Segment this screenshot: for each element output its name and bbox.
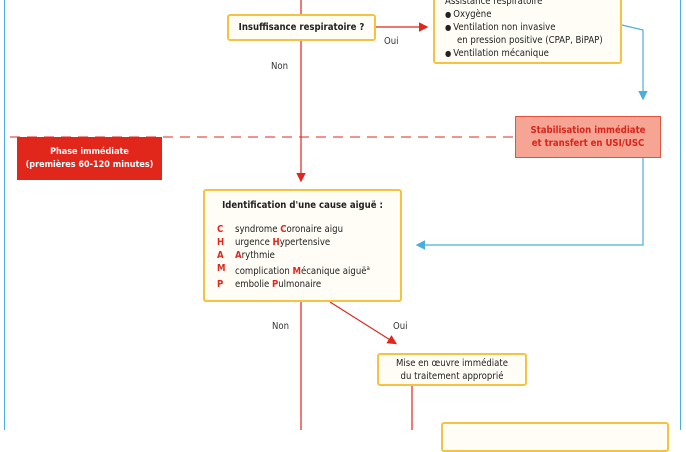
blue-arrow-to-cause bbox=[415, 158, 644, 250]
oui-label-1: Oui bbox=[384, 36, 399, 47]
stabilisation-line1: Stabilisation immédiate bbox=[530, 125, 646, 136]
phase-line2: (premières 60-120 minutes) bbox=[25, 159, 154, 170]
bullet-icon: ● bbox=[445, 10, 452, 19]
page-frame bbox=[4, 0, 681, 430]
stabilisation-line2: et transfert en USI/USC bbox=[531, 138, 645, 149]
phase-immediate-box: Phase immédiate (premières 60-120 minute… bbox=[17, 137, 162, 180]
traitement-box: Mise en œuvre immédiate du traitement ap… bbox=[377, 353, 527, 386]
champ-letter: P bbox=[217, 279, 224, 291]
bullet-icon: ● bbox=[445, 23, 452, 32]
champ-text: syndrome Coronaire aigu bbox=[235, 224, 343, 235]
champ-text: complication Mécanique aiguëa bbox=[235, 265, 370, 278]
bullet-icon: ● bbox=[445, 49, 452, 58]
champ-text: Arythmie bbox=[235, 250, 275, 261]
assistance-item: ●Ventilation mécanique bbox=[445, 48, 549, 59]
champ-text: embolie Pulmonaire bbox=[235, 279, 322, 291]
question-text: Insuffisance respiratoire ? bbox=[238, 22, 365, 33]
champ-letter: C bbox=[217, 224, 224, 235]
champ-letter: A bbox=[217, 250, 224, 261]
insuffisance-question-box: Insuffisance respiratoire ? bbox=[227, 14, 376, 41]
non-label-1: Non bbox=[271, 61, 289, 72]
traitement-line2: du traitement approprié bbox=[400, 370, 504, 382]
bottom-box bbox=[441, 422, 669, 452]
stabilisation-box: Stabilisation immédiate et transfert en … bbox=[515, 116, 661, 158]
champ-letter: H bbox=[217, 237, 225, 248]
champ-text: urgence Hypertensive bbox=[235, 237, 331, 248]
non-label-2: Non bbox=[272, 321, 290, 332]
blue-arrow-to-stabilisation bbox=[621, 24, 648, 101]
phase-line1: Phase immédiate bbox=[50, 146, 129, 157]
assistance-item-cont: en pression positive (CPAP, BiPAP) bbox=[457, 35, 603, 46]
assistance-box: Assistance respiratoire ●Oxygène ●Ventil… bbox=[433, 0, 622, 64]
assistance-item: ●Oxygène bbox=[445, 9, 492, 20]
assistance-item: ●Ventilation non invasive bbox=[445, 22, 556, 33]
assistance-title: Assistance respiratoire bbox=[445, 0, 543, 7]
cause-title: Identification d'une cause aiguë : bbox=[222, 200, 383, 211]
oui-arrow-2 bbox=[329, 301, 398, 345]
oui-label-2: Oui bbox=[393, 321, 408, 332]
champ-letter: M bbox=[217, 263, 226, 274]
traitement-line1: Mise en œuvre immédiate bbox=[395, 357, 508, 369]
